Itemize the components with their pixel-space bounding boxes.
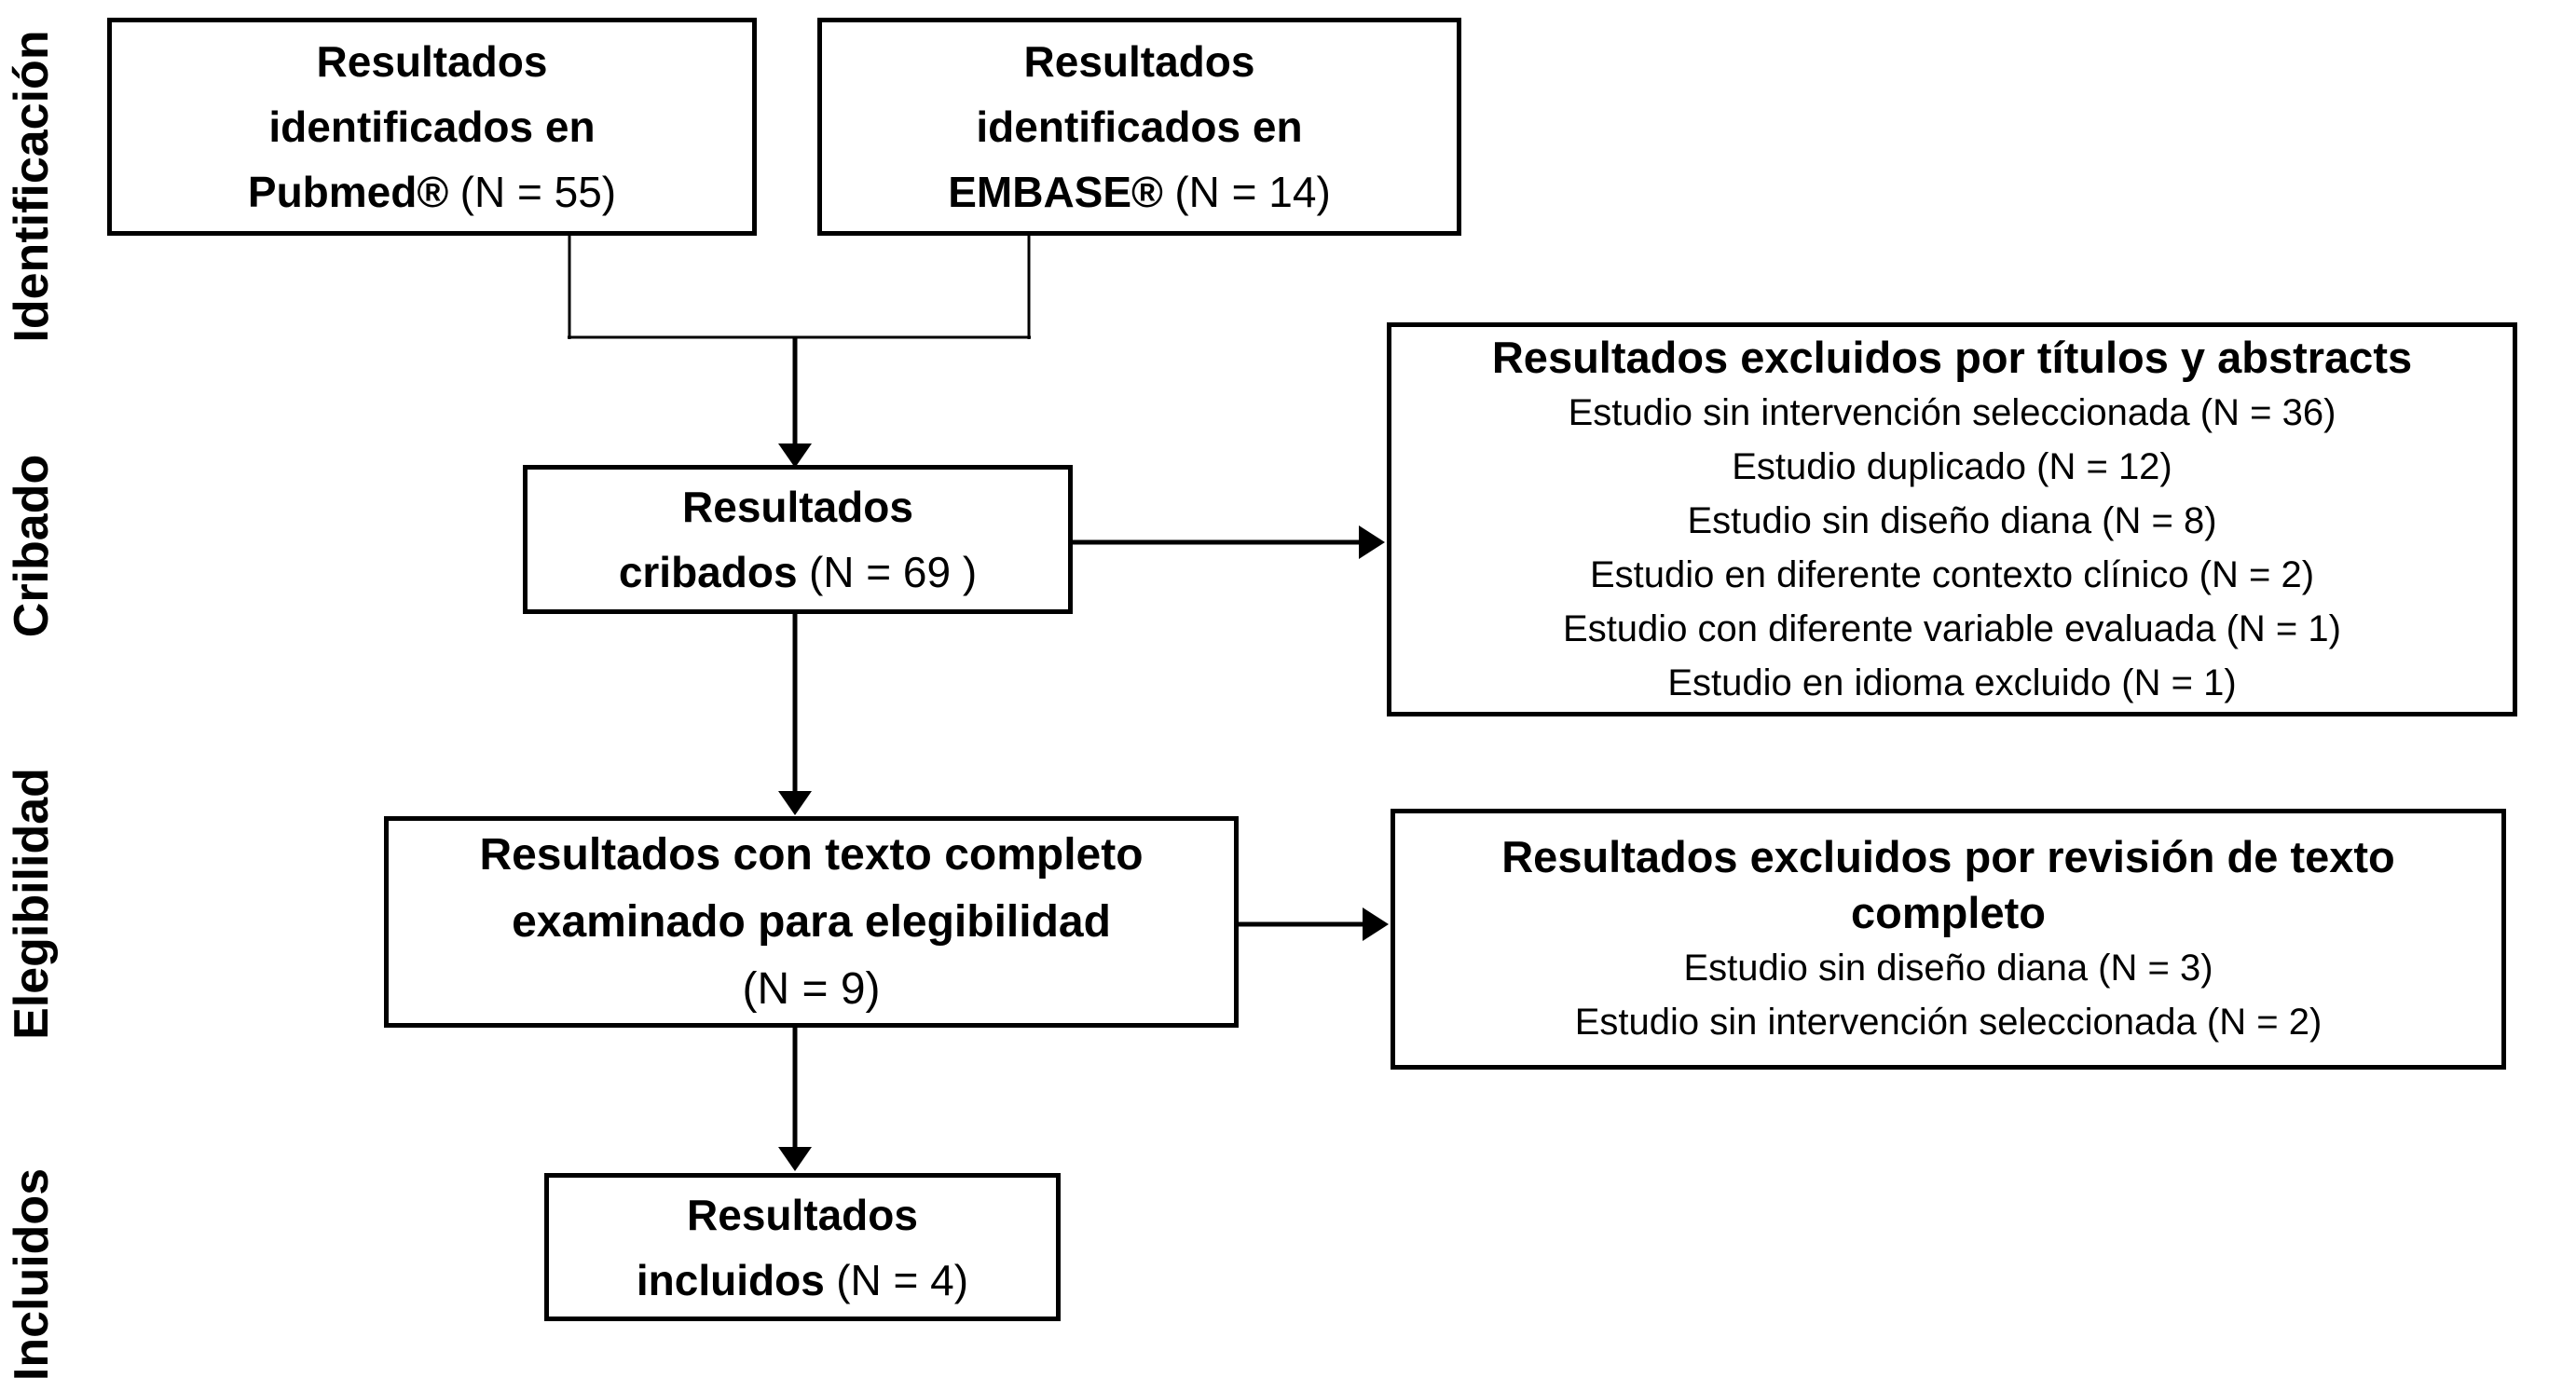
screened-line2: cribados(N = 69 ) bbox=[619, 539, 977, 605]
pubmed-line2: identificados en bbox=[268, 102, 596, 151]
embase-line1: Resultados bbox=[1023, 37, 1255, 86]
arrow-screened-to-fulltext-head bbox=[778, 791, 812, 815]
box-identified-embase: Resultados identificados en EMBASE®(N = … bbox=[817, 18, 1461, 236]
stage-label-eligibility: Elegibilidad bbox=[5, 768, 59, 1040]
arrow-fulltext-to-excluded-head bbox=[1363, 907, 1389, 941]
box-screened: Resultados cribados(N = 69 ) bbox=[523, 465, 1073, 614]
embase-source: EMBASE® bbox=[948, 168, 1163, 216]
box-included: Resultados incluidos(N = 4) bbox=[544, 1173, 1061, 1321]
embase-line3: EMBASE®(N = 14) bbox=[948, 159, 1331, 225]
box-excluded-titles-abstracts: Resultados excluidos por títulos y abstr… bbox=[1387, 322, 2517, 716]
screened-line1: Resultados bbox=[682, 483, 913, 531]
fulltext-count: (N = 9) bbox=[742, 963, 881, 1014]
included-line1: Resultados bbox=[687, 1190, 918, 1239]
box-identified-pubmed: Resultados identificados en Pubmed®(N = … bbox=[107, 18, 757, 236]
included-count: (N = 4) bbox=[836, 1255, 969, 1304]
stage-label-identification: Identificación bbox=[5, 30, 59, 343]
exclusion-reason: Estudio con diferente variable evaluada … bbox=[1563, 607, 2341, 649]
pubmed-line1: Resultados bbox=[316, 37, 548, 86]
pubmed-line3: Pubmed®(N = 55) bbox=[248, 159, 616, 225]
exclusion-reason: Estudio sin diseño diana (N = 3) bbox=[1683, 948, 2213, 989]
pubmed-count: (N = 55) bbox=[459, 168, 617, 216]
exclusion-reason: Estudio en diferente contexto clínico (N… bbox=[1589, 553, 2315, 595]
stage-label-included: Incluidos bbox=[5, 1167, 59, 1378]
arrow-screened-to-excluded-head bbox=[1359, 525, 1385, 559]
box-excluded-fulltext: Resultados excluidos por revisión de tex… bbox=[1391, 809, 2506, 1070]
exclusion-reason: Estudio sin intervención seleccionada (N… bbox=[1568, 391, 2336, 433]
exclusion-reason: Estudio sin diseño diana (N = 8) bbox=[1687, 499, 2217, 541]
arrow-merge-to-screened-head bbox=[778, 443, 812, 468]
included-line2: incluidos(N = 4) bbox=[637, 1248, 968, 1313]
fulltext-line1: Resultados con texto completo bbox=[479, 829, 1144, 880]
screened-word: cribados bbox=[618, 548, 798, 596]
excluded-titles-abstracts-title: Resultados excluidos por títulos y abstr… bbox=[1491, 332, 2413, 382]
exclusion-reason: Estudio duplicado (N = 12) bbox=[1732, 445, 2172, 487]
exclusion-reason: Estudio en idioma excluido (N = 1) bbox=[1667, 662, 2237, 703]
screened-count: (N = 69 ) bbox=[808, 548, 978, 596]
embase-line2: identificados en bbox=[976, 102, 1303, 151]
included-word: incluidos bbox=[636, 1255, 825, 1304]
embase-count: (N = 14) bbox=[1174, 168, 1331, 216]
stage-label-screening: Cribado bbox=[5, 454, 59, 638]
fulltext-line2: examinado para elegibilidad bbox=[512, 896, 1111, 947]
fulltext-line3: (N = 9) bbox=[742, 956, 880, 1023]
pubmed-source: Pubmed® bbox=[247, 168, 449, 216]
excluded-fulltext-title: Resultados excluidos por revisión de tex… bbox=[1501, 832, 2395, 937]
arrow-fulltext-to-included-head bbox=[778, 1147, 812, 1171]
exclusion-reason: Estudio sin intervención seleccionada (N… bbox=[1574, 1002, 2323, 1043]
box-fulltext-eligibility: Resultados con texto completo examinado … bbox=[384, 816, 1239, 1028]
